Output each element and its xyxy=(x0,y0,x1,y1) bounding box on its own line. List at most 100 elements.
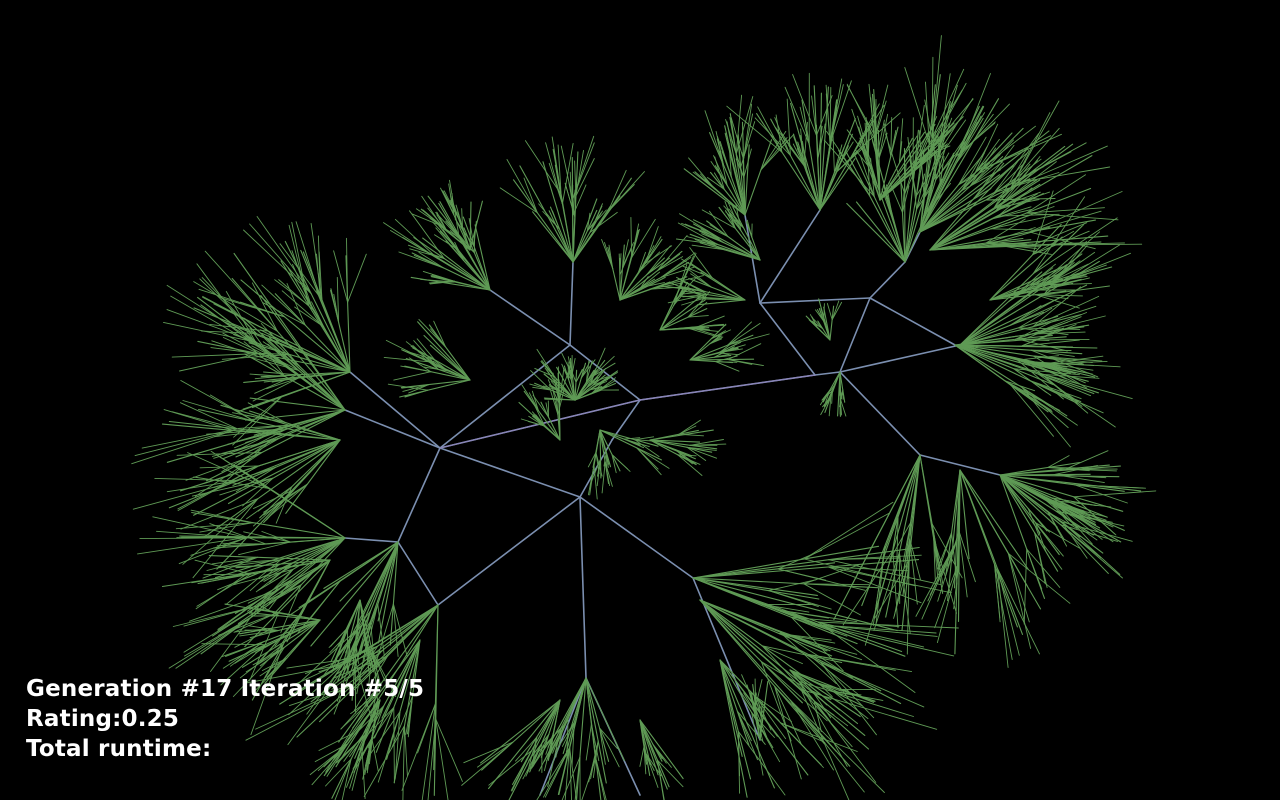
branch-segment xyxy=(1007,552,1032,649)
branch-segment xyxy=(727,359,764,367)
branch-segment xyxy=(710,161,728,186)
branch-segment xyxy=(689,323,727,361)
branch-segment xyxy=(279,243,323,301)
branch-segment xyxy=(341,758,352,800)
branch-segment xyxy=(1073,490,1157,498)
branch-segment xyxy=(879,126,899,201)
branch-segment xyxy=(1046,496,1091,525)
branch-segment xyxy=(866,121,878,156)
branch-segment xyxy=(1031,331,1086,335)
branch-segment xyxy=(719,141,732,178)
branch-segment xyxy=(435,718,463,782)
branch-segment xyxy=(639,374,816,401)
branch-segment xyxy=(567,361,570,381)
branch-segment xyxy=(677,454,701,465)
branch-segment xyxy=(1030,267,1054,286)
branch-segment xyxy=(737,730,786,796)
branch-segment xyxy=(828,559,941,586)
branch-segment xyxy=(682,265,713,279)
branch-segment xyxy=(245,409,346,444)
branch-segment xyxy=(789,669,861,718)
branch-segment xyxy=(637,245,655,274)
branch-segment xyxy=(353,655,389,711)
branch-segment xyxy=(937,98,974,155)
branch-segment xyxy=(574,370,619,401)
branch-segment xyxy=(325,758,352,787)
branch-segment xyxy=(639,719,648,765)
branch-segment xyxy=(1030,349,1075,357)
branch-segment xyxy=(640,282,665,288)
branch-segment xyxy=(599,727,618,750)
branch-segment xyxy=(599,727,620,768)
branch-segment xyxy=(674,449,697,465)
rating-text: Rating:0.25 xyxy=(26,706,180,732)
branch-segment xyxy=(1009,297,1061,326)
branch-segment xyxy=(623,438,650,448)
branch-segment xyxy=(929,540,958,596)
branch-segment xyxy=(558,677,587,796)
branch-segment xyxy=(649,439,701,443)
branch-segment xyxy=(411,252,491,291)
branch-segment xyxy=(761,645,803,665)
branch-segment xyxy=(889,182,903,214)
branch-segment xyxy=(759,297,871,304)
branch-segment xyxy=(1032,230,1075,256)
branch-segment xyxy=(743,692,756,713)
branch-segment xyxy=(200,559,331,655)
branch-segment xyxy=(250,643,284,736)
branch-segment xyxy=(1030,283,1062,286)
branch-segment xyxy=(442,190,471,251)
branch-segment xyxy=(709,335,723,345)
branch-segment xyxy=(900,179,906,263)
branch-segment xyxy=(926,182,952,213)
branch-segment xyxy=(699,599,902,705)
branch-segment xyxy=(994,563,1013,660)
branch-segment xyxy=(210,347,260,355)
branch-segment xyxy=(957,103,1010,158)
branch-segment xyxy=(310,541,399,647)
branch-segment xyxy=(429,344,471,381)
branch-segment xyxy=(954,344,1083,355)
branch-segment xyxy=(696,298,746,301)
branch-segment xyxy=(725,209,736,229)
branch-segment xyxy=(1032,231,1101,291)
branch-segment xyxy=(831,301,843,321)
branch-segment xyxy=(1046,264,1071,284)
branch-segment xyxy=(819,624,937,634)
branch-segment xyxy=(1021,338,1090,341)
branch-segment xyxy=(1062,264,1107,281)
branch-segment xyxy=(377,711,401,783)
branch-segment xyxy=(558,368,565,405)
branch-segment xyxy=(813,85,821,211)
branch-segment xyxy=(430,252,491,291)
branch-segment xyxy=(593,464,598,500)
branch-segment xyxy=(311,744,348,786)
branch-segment xyxy=(394,711,401,780)
branch-segment xyxy=(690,273,712,288)
branch-segment xyxy=(141,428,239,449)
branch-segment xyxy=(227,439,341,505)
branch-segment xyxy=(1035,361,1094,371)
branch-segment xyxy=(995,191,1041,209)
branch-segment xyxy=(247,402,287,424)
branch-segment xyxy=(631,218,656,259)
branch-segment xyxy=(1010,384,1053,413)
branch-segment xyxy=(598,377,616,391)
branch-segment xyxy=(699,599,825,745)
branch-segment xyxy=(1010,384,1061,411)
branch-segment xyxy=(199,522,254,533)
branch-segment xyxy=(954,344,1078,404)
branch-segment xyxy=(1035,522,1047,552)
branch-segment xyxy=(768,579,817,592)
branch-segment xyxy=(1073,496,1117,536)
branch-segment xyxy=(898,551,911,634)
branch-segment xyxy=(800,688,850,800)
branch-segment xyxy=(572,198,598,263)
branch-segment xyxy=(954,344,1098,349)
branch-segment xyxy=(463,741,514,764)
branch-segment xyxy=(957,112,985,158)
branch-segment xyxy=(954,344,1095,395)
branch-segment xyxy=(999,461,1081,476)
branch-segment xyxy=(640,276,649,288)
branch-segment xyxy=(1032,217,1118,275)
